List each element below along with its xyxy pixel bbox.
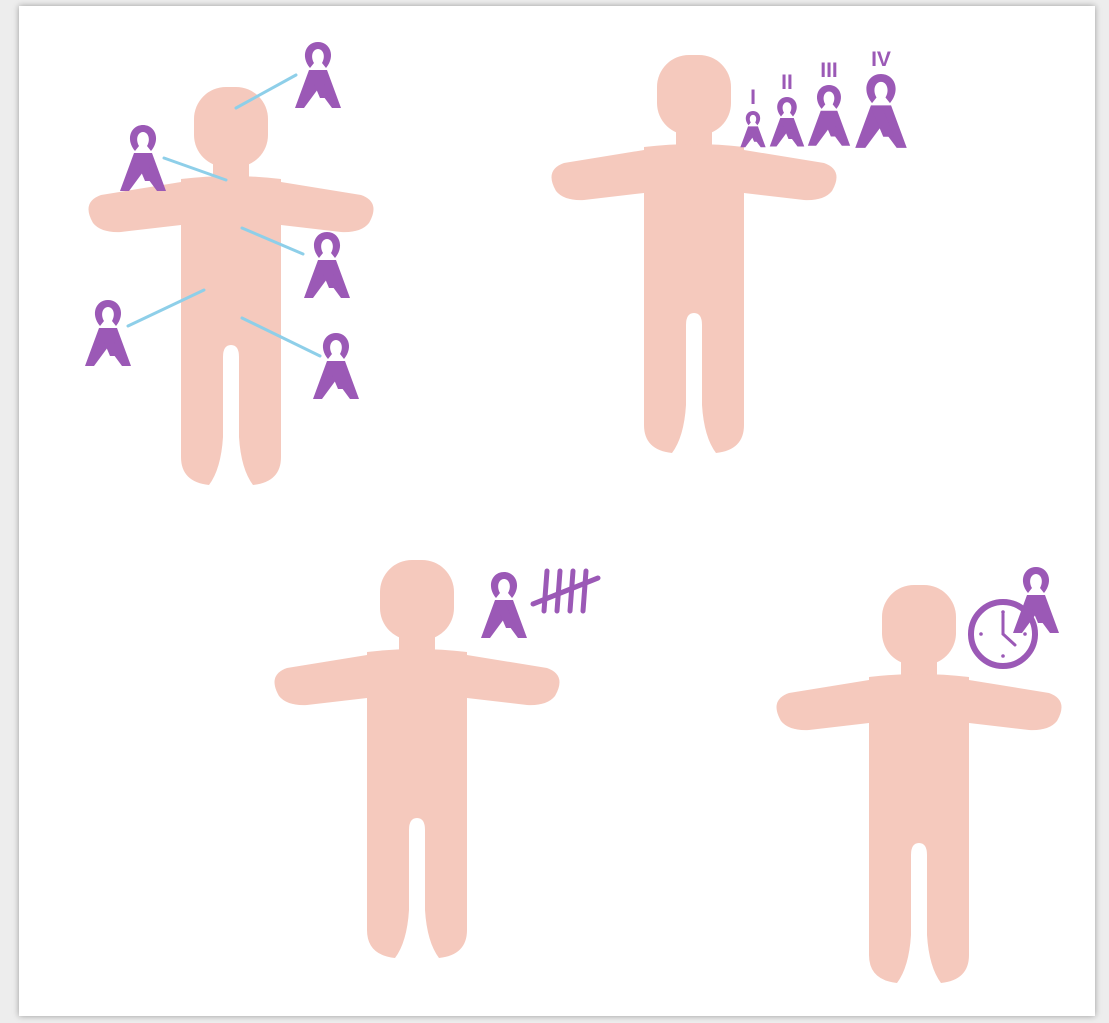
awareness-ribbon-icon xyxy=(481,572,527,638)
awareness-ribbon-icon xyxy=(740,111,765,147)
stage-label-iii: III xyxy=(820,59,838,82)
stage-label-ii: II xyxy=(781,71,793,94)
awareness-ribbon-icon xyxy=(295,42,341,108)
stage-label-i: I xyxy=(750,86,756,109)
figure-with-time xyxy=(777,567,1062,983)
awareness-ribbon-icon xyxy=(808,85,850,146)
awareness-ribbon-icon xyxy=(855,74,907,148)
awareness-ribbon-icon xyxy=(304,232,350,298)
awareness-ribbon-icon xyxy=(85,300,131,366)
awareness-ribbon-icon xyxy=(120,125,166,191)
tally-marks-icon xyxy=(533,571,598,611)
awareness-ribbon-icon xyxy=(313,333,359,399)
figure-with-tally-count xyxy=(275,560,599,958)
figure-with-cancer-stages: I II III IV xyxy=(552,48,907,453)
stage-label-iv: IV xyxy=(871,48,891,71)
stage-scale: I II III IV xyxy=(740,48,906,148)
figure-with-multiple-ribbon-sites xyxy=(85,42,374,485)
awareness-ribbon-icon xyxy=(770,97,805,147)
